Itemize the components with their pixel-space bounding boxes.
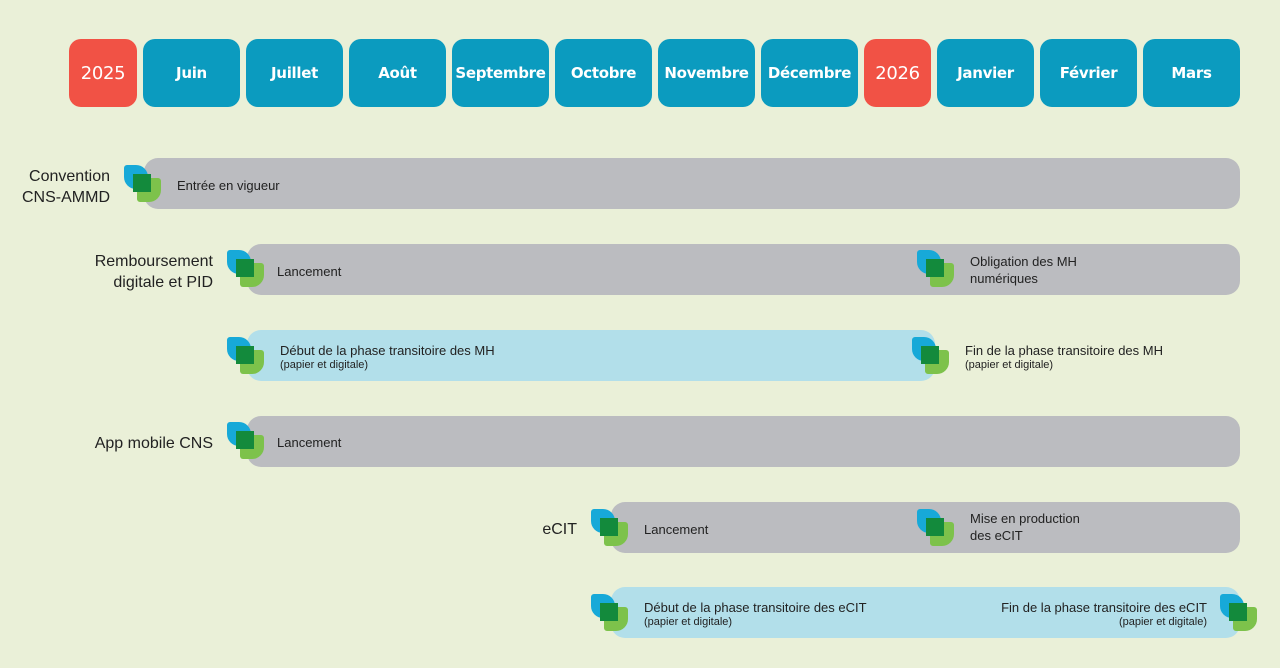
milestone-icon — [227, 337, 265, 375]
month-decembre: Décembre — [761, 39, 858, 107]
milestone-label-ecit-end: Mise en production des eCIT — [970, 511, 1080, 543]
milestone-label-transition-ecit-end: Fin de la phase transitoire des eCIT (pa… — [1001, 599, 1207, 629]
month-janvier: Janvier — [937, 39, 1034, 107]
milestone-subtitle: (papier et digitale) — [1118, 616, 1207, 628]
milestone-label-app-mobile-start: Lancement — [277, 435, 342, 450]
milestone-icon — [227, 422, 265, 460]
milestone-subtitle: (papier et digitale) — [644, 616, 733, 628]
milestone-label-convention-start: Entrée en vigueur — [177, 178, 280, 193]
milestone-label-ecit-start: Lancement — [644, 522, 709, 537]
milestone-icon — [591, 509, 629, 547]
milestone-label-transition-mh-end: Fin de la phase transitoire des MH (papi… — [965, 342, 1163, 372]
month-aout: Août — [349, 39, 446, 107]
bar-transition-mh — [247, 330, 935, 381]
milestone-label-remboursement-end: Obligation des MH numériques — [970, 254, 1077, 286]
milestone-subtitle: (papier et digitale) — [280, 359, 369, 371]
year-2026: 2026 — [864, 39, 931, 107]
month-septembre: Septembre — [452, 39, 549, 107]
month-fevrier: Février — [1040, 39, 1137, 107]
milestone-icon — [917, 250, 955, 288]
row-label-app-mobile: App mobile CNS — [94, 435, 213, 452]
bar-remboursement — [247, 244, 1240, 295]
milestone-icon — [1220, 594, 1258, 632]
month-novembre: Novembre — [658, 39, 755, 107]
milestone-title: Début de la phase transitoire des eCIT — [644, 600, 867, 615]
bar-convention — [144, 158, 1240, 209]
month-juin: Juin — [143, 39, 240, 107]
milestone-icon — [227, 250, 265, 288]
month-juillet: Juillet — [246, 39, 343, 107]
milestone-label-remboursement-start: Lancement — [277, 264, 342, 279]
milestone-icon — [912, 337, 950, 375]
milestone-title: Début de la phase transitoire des MH — [280, 343, 495, 358]
milestone-title: Fin de la phase transitoire des eCIT — [1001, 600, 1207, 615]
row-label-ecit: eCIT — [542, 521, 577, 538]
milestone-icon — [124, 165, 162, 203]
month-mars: Mars — [1143, 39, 1240, 107]
year-2025: 2025 — [69, 39, 137, 107]
row-label-convention: Convention CNS-AMMD — [22, 168, 110, 206]
bar-transition-ecit — [611, 587, 1240, 638]
bar-app-mobile — [247, 416, 1240, 467]
month-octobre: Octobre — [555, 39, 652, 107]
milestone-label-transition-mh-start: Début de la phase transitoire des MH (pa… — [280, 342, 495, 372]
milestone-icon — [917, 509, 955, 547]
milestone-icon — [591, 594, 629, 632]
row-label-remboursement: Remboursement digitale et PID — [94, 253, 213, 291]
milestone-label-transition-ecit-start: Début de la phase transitoire des eCIT (… — [644, 599, 867, 629]
milestone-subtitle: (papier et digitale) — [965, 359, 1054, 371]
milestone-title: Fin de la phase transitoire des MH — [965, 343, 1163, 358]
